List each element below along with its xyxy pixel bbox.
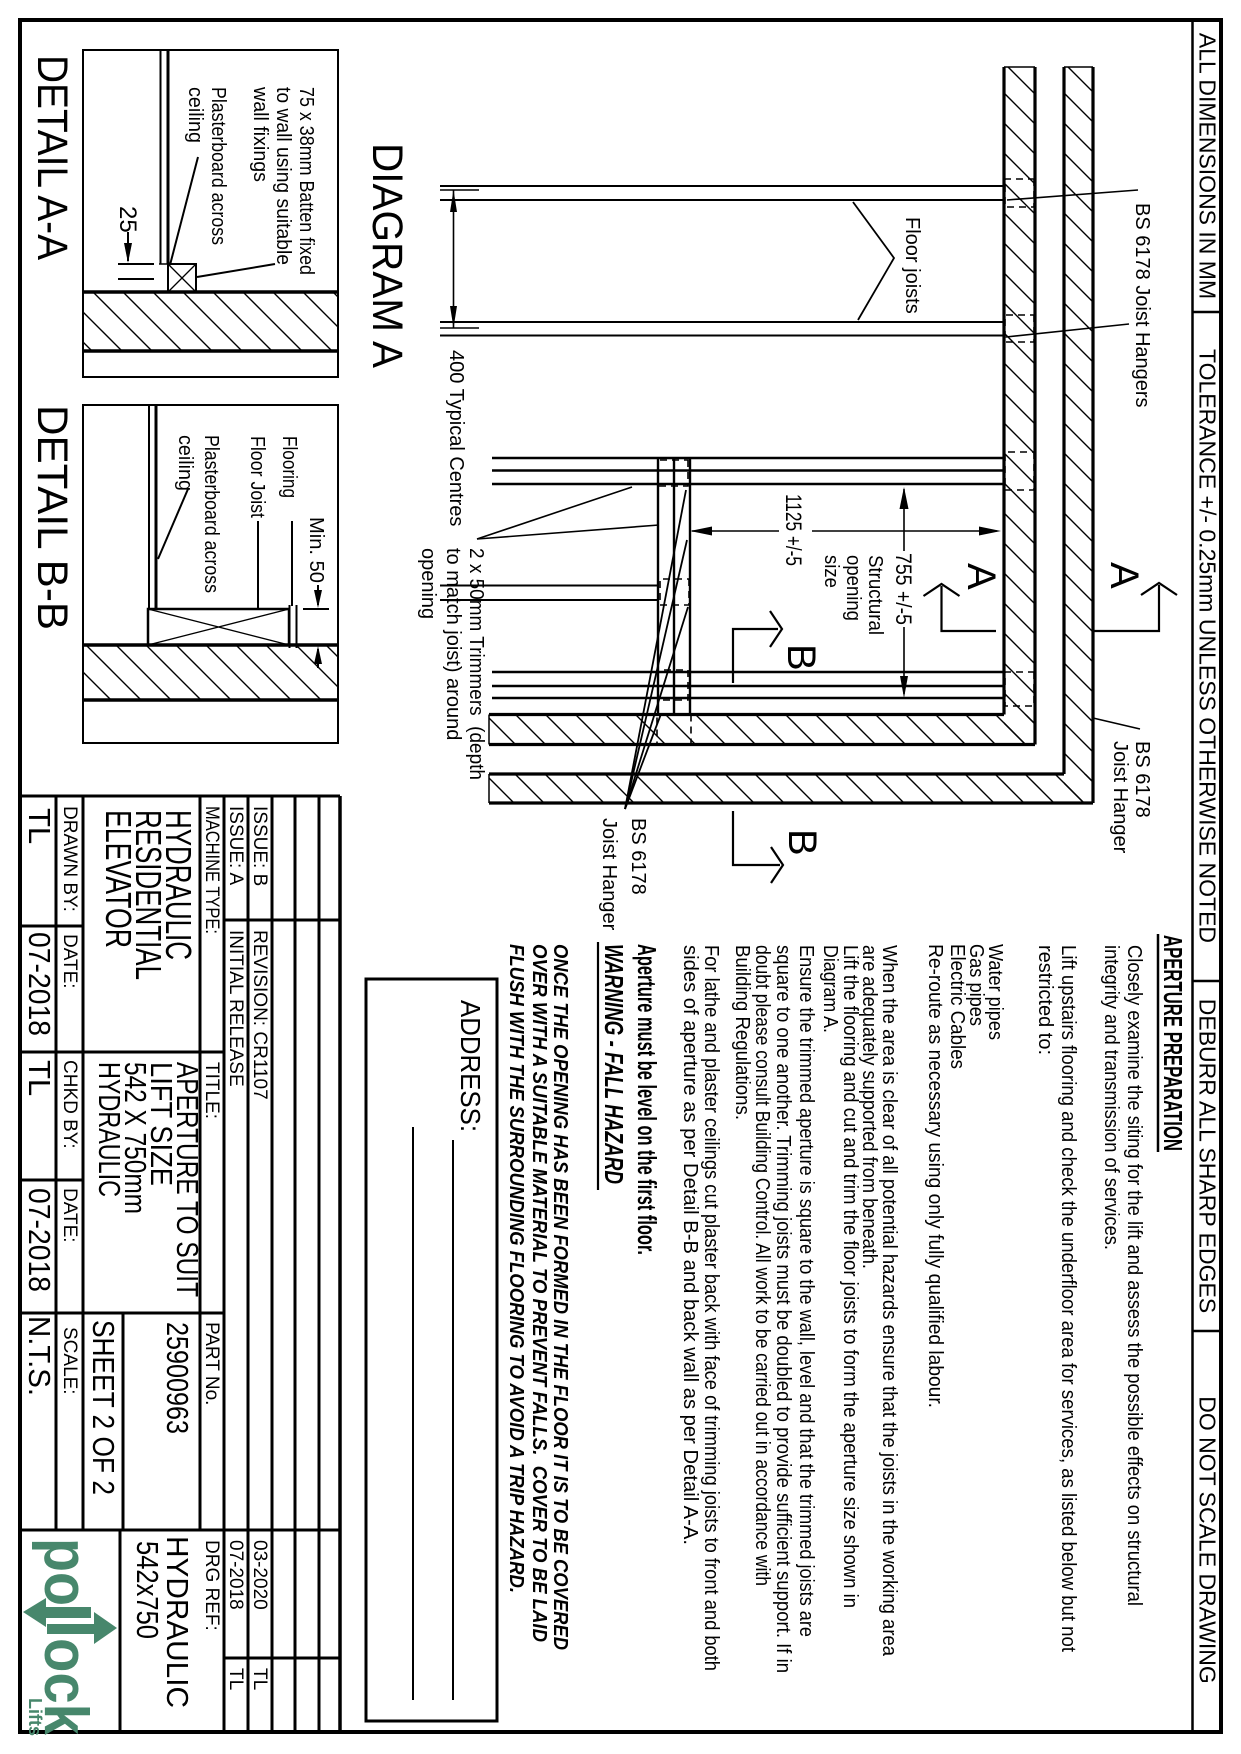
svg-text:TL: TL xyxy=(225,1668,246,1690)
svg-text:RESIDENTIAL: RESIDENTIAL xyxy=(128,810,169,980)
svg-text:SHEET 2 OF 2: SHEET 2 OF 2 xyxy=(86,1320,121,1495)
svg-text:07-2018: 07-2018 xyxy=(22,1188,57,1292)
svg-text:po: po xyxy=(31,1538,100,1606)
svg-text:DRG REF:: DRG REF: xyxy=(201,1540,222,1631)
svg-text:APERTURE PREPARATION: APERTURE PREPARATION xyxy=(1158,935,1188,1151)
svg-text:Plasterboard across: Plasterboard across xyxy=(200,435,222,593)
svg-text:APERTURE TO SUIT: APERTURE TO SUIT xyxy=(170,1062,205,1297)
svg-text:REVISION: CR1107: REVISION: CR1107 xyxy=(249,930,270,1100)
svg-text:opening: opening xyxy=(842,555,864,621)
svg-text:DIAGRAM A: DIAGRAM A xyxy=(363,143,411,368)
svg-text:B: B xyxy=(779,644,823,671)
svg-text:ELEVATOR: ELEVATOR xyxy=(98,810,139,948)
svg-text:HYDRAULIC: HYDRAULIC xyxy=(160,1536,195,1708)
svg-text:Floor joists: Floor joists xyxy=(901,217,923,314)
svg-text:Plasterboard across: Plasterboard across xyxy=(207,87,229,245)
svg-text:542x750: 542x750 xyxy=(130,1541,165,1639)
svg-text:N.T.S.: N.T.S. xyxy=(22,1316,57,1396)
svg-text:wall fixings: wall fixings xyxy=(249,86,271,182)
svg-text:CHKD BY:: CHKD BY: xyxy=(59,1060,80,1149)
svg-text:542 X 750mm: 542 X 750mm xyxy=(118,1062,153,1214)
svg-text:A: A xyxy=(1102,562,1146,589)
svg-text:Aperture must be level on the: Aperture must be level on the first floo… xyxy=(632,944,662,1255)
svg-text:07-2018: 07-2018 xyxy=(225,1540,246,1610)
svg-text:Closely examine the siting for: Closely examine the siting for the lift … xyxy=(1123,945,1145,1606)
svg-text:TL: TL xyxy=(22,808,57,844)
svg-text:are adequately supported from: are adequately supported from beneath. xyxy=(858,945,880,1269)
svg-text:75 x 38mm Batten fixed: 75 x 38mm Batten fixed xyxy=(295,87,317,275)
svg-text:DRAWN BY:: DRAWN BY: xyxy=(59,806,80,912)
svg-text:DETAIL A-A: DETAIL A-A xyxy=(28,55,76,260)
svg-text:07-2018: 07-2018 xyxy=(22,932,57,1036)
svg-text:Re-route as necessary using on: Re-route as necessary using only fully q… xyxy=(924,944,946,1408)
svg-text:ISSUE: A: ISSUE: A xyxy=(225,806,246,886)
svg-text:400 Typical Centres: 400 Typical Centres xyxy=(445,350,467,526)
svg-text:ALL DIMENSIONS IN MM: ALL DIMENSIONS IN MM xyxy=(1195,33,1221,299)
svg-text:B: B xyxy=(780,829,824,856)
svg-text:Floor Joist: Floor Joist xyxy=(246,436,268,518)
svg-text:to wall using suitable: to wall using suitable xyxy=(272,87,294,265)
svg-text:DATE:: DATE: xyxy=(59,934,80,989)
svg-text:sides of aperture as per Detai: sides of aperture as per Detail B-B and … xyxy=(679,945,701,1545)
svg-text:TOLERANCE +/- 0.25mm UNLESS OT: TOLERANCE +/- 0.25mm UNLESS OTHERWISE NO… xyxy=(1195,349,1221,943)
svg-text:DETAIL B-B: DETAIL B-B xyxy=(28,405,76,630)
svg-text:OVER WITH A SUITABLE MATERIAL: OVER WITH A SUITABLE MATERIAL TO PREVENT… xyxy=(528,944,550,1642)
svg-text:HYDRAULIC: HYDRAULIC xyxy=(158,810,199,960)
svg-text:BS 6178: BS 6178 xyxy=(627,818,649,895)
svg-text:755 +/-5: 755 +/-5 xyxy=(891,553,916,625)
svg-text:ADDRESS:: ADDRESS: xyxy=(455,1000,486,1132)
svg-text:Min. 50: Min. 50 xyxy=(305,517,327,583)
svg-text:FLUSH WITH THE SURROUNDING FLO: FLUSH WITH THE SURROUNDING FLOORING TO A… xyxy=(505,944,527,1593)
svg-text:ceiling: ceiling xyxy=(174,435,196,491)
svg-text:DEBURR ALL SHARP EDGES: DEBURR ALL SHARP EDGES xyxy=(1195,999,1221,1313)
svg-text:Lift the flooring and cut and: Lift the flooring and cut and trim the f… xyxy=(839,945,861,1608)
svg-text:SCALE:: SCALE: xyxy=(59,1327,80,1395)
svg-text:TL: TL xyxy=(22,1060,57,1096)
svg-text:Water pipes: Water pipes xyxy=(984,944,1006,1040)
svg-text:Diagram A.: Diagram A. xyxy=(819,945,841,1033)
svg-text:WARNING - FALL HAZARD: WARNING - FALL HAZARD xyxy=(599,944,629,1184)
svg-text:BS 6178 Joist Hangers: BS 6178 Joist Hangers xyxy=(1131,203,1153,408)
svg-text:03-2020: 03-2020 xyxy=(249,1540,270,1610)
svg-text:For lathe and plaster ceilings: For lathe and plaster ceilings cut plast… xyxy=(700,945,722,1671)
svg-text:25: 25 xyxy=(114,206,141,233)
svg-text:ock: ock xyxy=(31,1638,100,1735)
svg-text:Joist Hanger: Joist Hanger xyxy=(1109,741,1131,854)
svg-text:Ensure the trimmed aperture is: Ensure the trimmed aperture is square to… xyxy=(795,945,817,1637)
svg-text:INITIAL RELEASE: INITIAL RELEASE xyxy=(225,930,246,1087)
svg-text:ONCE THE OPENING HAS BEEN FORM: ONCE THE OPENING HAS BEEN FORMED IN THE … xyxy=(549,944,571,1650)
svg-text:Gas pipes: Gas pipes xyxy=(965,944,987,1026)
svg-text:TL: TL xyxy=(249,1668,270,1690)
svg-text:A: A xyxy=(959,563,1003,590)
svg-text:integrity and transmission of: integrity and transmission of services. xyxy=(1100,945,1122,1250)
svg-text:Joist Hanger: Joist Hanger xyxy=(598,818,620,931)
svg-text:2 x 50mm Trimmers (depth: 2 x 50mm Trimmers (depth xyxy=(465,548,487,780)
svg-text:doubt please consult Building: doubt please consult Building Control. A… xyxy=(751,945,773,1586)
svg-text:square to one another. Trimmi: square to one another. Trimming joists m… xyxy=(772,945,794,1673)
svg-text:to match joist) around: to match joist) around xyxy=(442,548,464,740)
svg-text:HYDRAULIC: HYDRAULIC xyxy=(92,1062,127,1197)
svg-text:25900963: 25900963 xyxy=(160,1322,195,1434)
svg-text:Lift upstairs flooring and che: Lift upstairs flooring and check the und… xyxy=(1057,945,1079,1652)
svg-text:MACHINE TYPE:: MACHINE TYPE: xyxy=(201,806,222,934)
svg-text:Flooring: Flooring xyxy=(278,436,300,498)
svg-text:DATE:: DATE: xyxy=(59,1188,80,1243)
svg-text:Building Regulations.: Building Regulations. xyxy=(731,945,753,1120)
svg-text:ceiling: ceiling xyxy=(184,87,206,143)
svg-text:Lifts: Lifts xyxy=(25,1698,45,1736)
svg-text:opening: opening xyxy=(417,548,439,619)
svg-text:size: size xyxy=(820,555,842,588)
svg-text:ISSUE: B: ISSUE: B xyxy=(249,806,270,886)
svg-text:BS 6178: BS 6178 xyxy=(1131,741,1153,818)
svg-text:DO NOT SCALE DRAWING: DO NOT SCALE DRAWING xyxy=(1195,1396,1221,1684)
svg-text:When the area is clear of all: When the area is clear of all potential … xyxy=(878,945,900,1657)
svg-text:Structural: Structural xyxy=(864,555,886,635)
svg-text:Electric Cables: Electric Cables xyxy=(946,944,968,1069)
svg-text:PART No.: PART No. xyxy=(201,1322,222,1405)
svg-text:LIFT SIZE: LIFT SIZE xyxy=(144,1062,179,1186)
svg-text:TITLE:: TITLE: xyxy=(201,1062,222,1119)
svg-text:restricted to:: restricted to: xyxy=(1034,945,1056,1055)
svg-text:1125 +/-5: 1125 +/-5 xyxy=(781,494,806,566)
